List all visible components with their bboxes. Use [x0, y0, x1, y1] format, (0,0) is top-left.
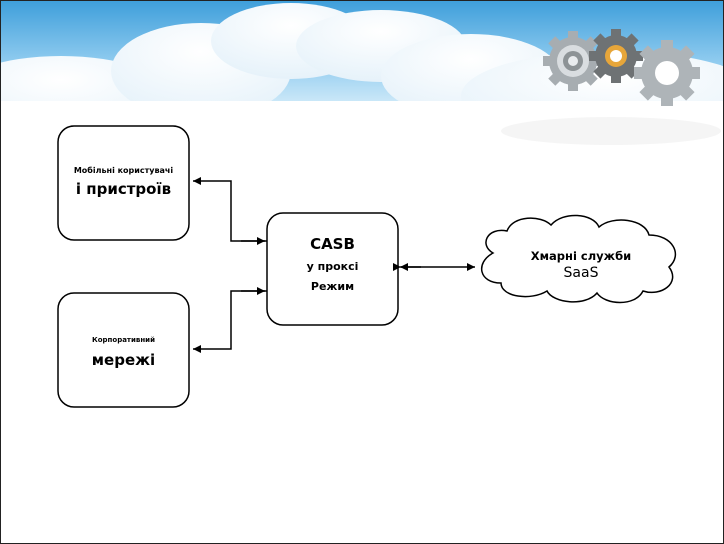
mobile-users-line2: і пристроїв [75, 180, 172, 198]
casb-line3: Режим [310, 279, 355, 293]
corporate-network-box [57, 292, 190, 408]
casb-label: CASB у проксі Режим [267, 235, 398, 293]
casb-line1: CASB [310, 235, 355, 253]
casb-line2: у проксі [306, 259, 359, 273]
mobile-users-line1: Мобільні користувачі [73, 166, 174, 175]
saas-cloud-line2: SaaS [563, 265, 599, 282]
gear-icon [543, 31, 603, 91]
connector-mobile [193, 177, 267, 242]
corporate-network-line2: мережі [91, 350, 156, 369]
gear-icon [589, 29, 643, 83]
mobile-users-box [57, 125, 190, 241]
corporate-network-line1: Корпоративний [92, 336, 155, 344]
mobile-users-label: Мобільні користувачі і пристроїв [58, 166, 189, 199]
gear-icon [634, 40, 700, 106]
saas-cloud-shape [481, 214, 677, 304]
saas-cloud-line1: Хмарні служби [530, 249, 632, 263]
saas-cloud-label: Хмарні служби SaaS [491, 249, 671, 283]
connector-corporate [193, 290, 267, 353]
corporate-network-label: Корпоративний мережі [58, 336, 189, 370]
